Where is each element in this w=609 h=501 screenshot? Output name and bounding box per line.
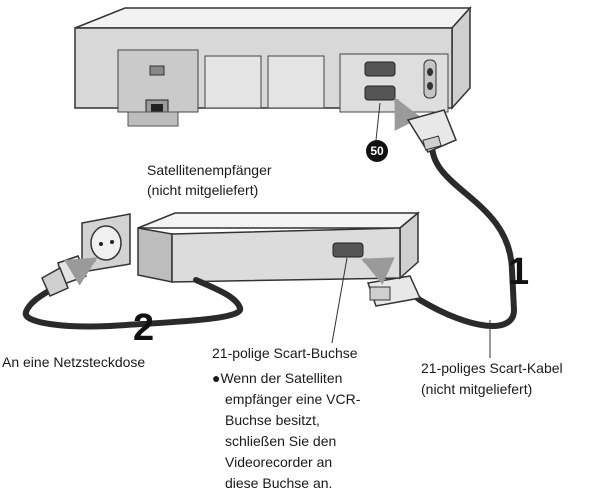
- note-text: Buchse besitzt,: [225, 412, 320, 428]
- power-step-number: 2: [133, 307, 155, 349]
- note-line: diese Buchse an.: [212, 473, 360, 494]
- note-line: empfänger eine VCR-: [212, 389, 360, 410]
- note-text: Videorecorder an: [225, 454, 333, 470]
- bullet-glyph: ●: [212, 370, 221, 386]
- scart-plug-top: [406, 109, 457, 153]
- scart-cable-sublabel: (nicht mitgeliefert): [421, 381, 533, 397]
- satellite-receiver-sublabel: (nicht mitgeliefert): [147, 182, 259, 198]
- scart-socket-lower: [364, 85, 396, 101]
- note-line: schließen Sie den: [212, 431, 360, 452]
- note-text: diese Buchse an.: [225, 475, 333, 491]
- arrow-to-outlet: [64, 256, 98, 286]
- scart-plug-bottom: [366, 275, 422, 307]
- arrow-to-receiver: [361, 257, 395, 285]
- scart-socket-label: 21-polige Scart-Buchse: [212, 345, 358, 361]
- scart-cable-label: 21-poliges Scart-Kabel: [421, 360, 563, 376]
- satellite-receiver-label: Satellitenempfänger: [147, 162, 272, 178]
- note-line: Videorecorder an: [212, 452, 360, 473]
- scart-note: ●Wenn der Satelliten empfänger eine VCR-…: [212, 368, 360, 494]
- power-cable: [22, 277, 243, 330]
- scart-cable: [407, 142, 518, 329]
- power-outlet-label: An eine Netzsteckdose: [2, 354, 146, 370]
- satellite-receiver: [137, 211, 421, 283]
- callout-line-socket: [331, 257, 348, 344]
- vcr-socket-number-badge: 50: [366, 140, 388, 162]
- cable-step-number: 1: [508, 251, 530, 293]
- video-recorder: [74, 6, 472, 127]
- note-line: Buchse besitzt,: [212, 410, 360, 431]
- power-plug: [41, 255, 87, 297]
- scart-socket-upper: [364, 61, 396, 77]
- arrow-to-vcr: [393, 97, 422, 131]
- note-text: Wenn der Satelliten: [220, 370, 343, 386]
- note-text: schließen Sie den: [225, 433, 337, 449]
- note-text: empfänger eine VCR-: [225, 391, 361, 407]
- receiver-scart-socket: [332, 242, 364, 258]
- callout-line: [375, 102, 381, 141]
- note-line: ●Wenn der Satelliten: [212, 368, 360, 389]
